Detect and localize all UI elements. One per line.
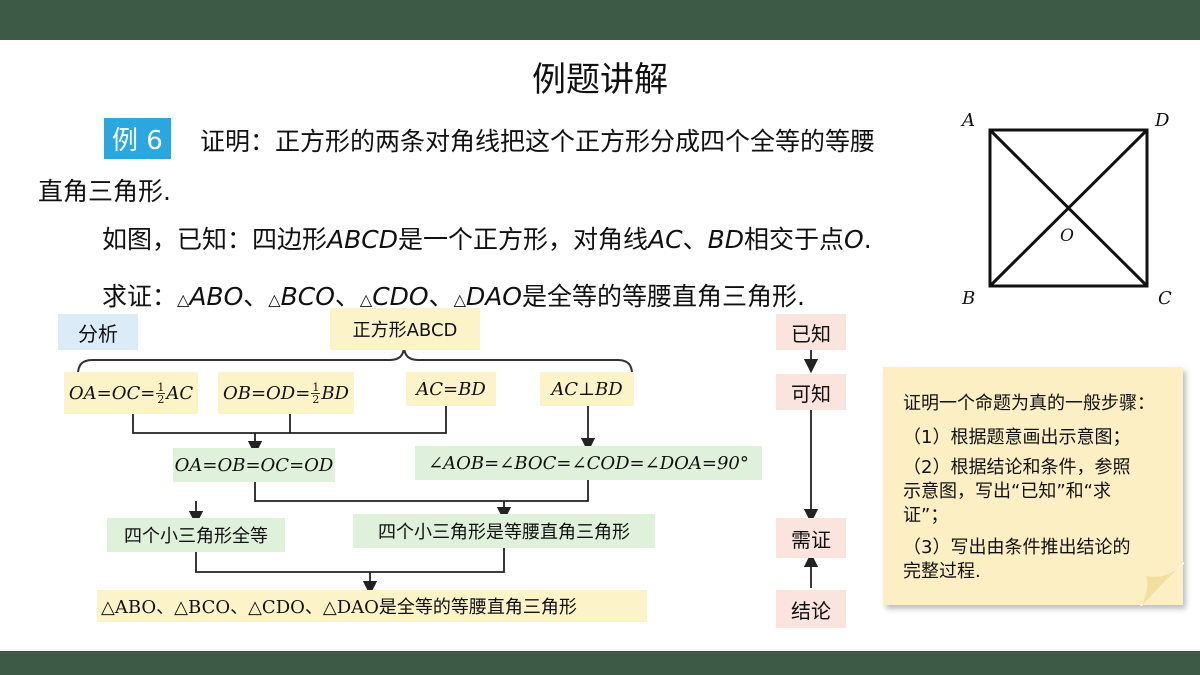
given-end: . — [863, 225, 872, 254]
note-line: 完整过程. — [903, 561, 981, 582]
node-ac-perp-bd: AC⊥BD — [540, 372, 634, 406]
prove-prefix: 求证： — [102, 282, 178, 311]
node-isosceles: 四个小三角形是等腰直角三角形 — [353, 514, 655, 548]
triangle-symbol: △ — [268, 290, 281, 309]
node-conclusion: △ABO、△BCO、△CDO、△DAO是全等的等腰直角三角形 — [97, 590, 647, 622]
given-sep: 、 — [682, 225, 708, 254]
node-all-equal: OA=OB=OC=OD — [173, 448, 335, 482]
given-abcd: ABCD — [327, 225, 398, 254]
brace — [77, 345, 633, 375]
given-line: 如图，已知：四边形ABCD是一个正方形，对角线AC、BD相交于点O. — [102, 220, 872, 256]
note-fold-corner — [1140, 562, 1184, 606]
prove-bco: BCO — [280, 282, 335, 311]
note-line: 证”； — [903, 505, 949, 526]
prove-line: 求证：△ABO、△BCO、△CDO、△DAO是全等的等腰直角三角形. — [102, 277, 805, 313]
prove-abo: ABO — [189, 282, 244, 311]
square-figure — [988, 128, 1149, 288]
page-title: 例题讲解 — [532, 60, 668, 100]
bd-text: BD — [321, 382, 349, 404]
given-o: O — [844, 225, 864, 254]
example-tag: 例 6 — [104, 118, 171, 159]
steps-note: 证明一个命题为真的一般步骤： （1）根据题意画出示意图； （2）根据结论和条件，… — [883, 367, 1183, 605]
triangle-symbol: △ — [177, 290, 190, 309]
fraction-num: 1 — [156, 380, 166, 394]
root-text: 正方形ABCD — [352, 320, 458, 341]
ac-text: AC — [166, 382, 194, 404]
note-line: （3）写出由条件推出结论的 — [903, 537, 1131, 558]
center-o: O — [1060, 226, 1074, 246]
statement-line-1: 证明：正方形的两条对角线把这个正方形分成四个全等的等腰 — [200, 127, 876, 156]
oa-oc-text: OA=OC= — [68, 382, 156, 404]
prove-dao: DAO — [465, 282, 522, 311]
vertex-b: B — [962, 288, 976, 309]
analysis-label: 分析 — [58, 314, 138, 350]
note-line: （1）根据题意画出示意图； — [903, 427, 1131, 448]
ob-od-text: OB=OD= — [222, 382, 311, 404]
sep: 、 — [334, 282, 360, 311]
root-node: 正方形ABCD — [330, 308, 480, 350]
prove-cdo: CDO — [372, 282, 429, 311]
step-known: 可知 — [776, 374, 846, 410]
fraction-den: 2 — [157, 392, 165, 406]
triangle-symbol: △ — [359, 290, 373, 309]
bottom-bar — [0, 651, 1200, 675]
given-mid2: 相交于点 — [743, 225, 844, 254]
vertex-d: D — [1155, 110, 1170, 131]
statement-line-2: 直角三角形. — [38, 177, 171, 206]
vertex-a: A — [962, 110, 975, 131]
note-line: （2）根据结论和条件，参照 — [903, 457, 1131, 478]
fraction-den: 2 — [312, 392, 320, 406]
vertex-c: C — [1158, 288, 1172, 309]
given-bd: BD — [707, 225, 744, 254]
triangle-symbol: △ — [453, 290, 466, 309]
node-ac-eq-bd: AC=BD — [406, 372, 496, 406]
given-mid1: 是一个正方形，对角线 — [397, 225, 648, 254]
sep: 、 — [243, 282, 269, 311]
note-title: 证明一个命题为真的一般步骤： — [903, 393, 1155, 414]
node-angles: ∠AOB=∠BOC=∠COD=∠DOA=90° — [415, 446, 762, 480]
step-to-prove: 需证 — [776, 518, 846, 558]
note-line: 示意图，写出“已知”和“求 — [903, 481, 1111, 502]
conclusion-text: △ABO、△BCO、△CDO、△DAO是全等的等腰直角三角形 — [101, 597, 577, 618]
fraction-num: 1 — [311, 380, 321, 394]
sep: 、 — [428, 282, 454, 311]
given-prefix: 如图，已知：四边形 — [102, 225, 328, 254]
given-ac: AC — [648, 225, 683, 254]
prove-suffix: 是全等的等腰直角三角形. — [521, 282, 805, 311]
node-congruent: 四个小三角形全等 — [107, 518, 285, 552]
step-given: 已知 — [776, 314, 846, 350]
top-bar — [0, 0, 1200, 40]
step-conclusion: 结论 — [776, 590, 846, 628]
